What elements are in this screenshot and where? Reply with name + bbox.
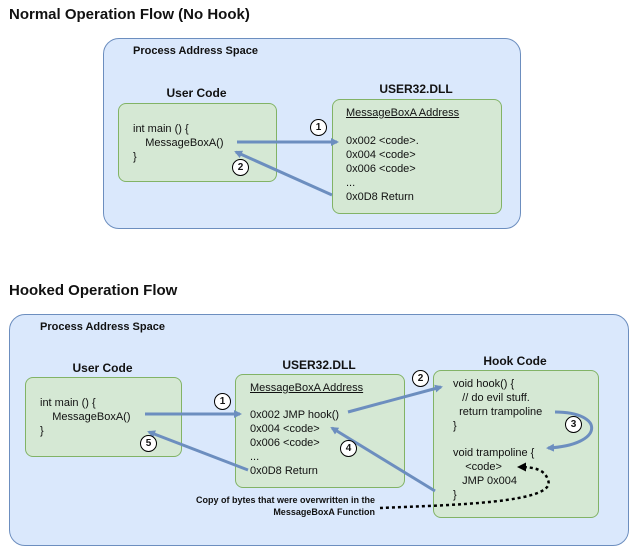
hooked-process-space-label: Process Address Space <box>40 321 165 333</box>
normal-dll-line-1: 0x004 <code> <box>346 149 416 161</box>
hooked-dll-line-2: 0x006 <code> <box>250 437 320 449</box>
overwritten-bytes-note: Copy of bytes that were overwritten in t… <box>170 494 375 518</box>
hook-line-1: // do evil stuff. <box>453 392 530 404</box>
hook-line-0: void hook() { <box>453 378 515 390</box>
normal-user-code-line-0: int main () { <box>133 123 189 135</box>
hooked-dll-box <box>235 374 405 488</box>
copied-bytes-dotted-arrow <box>379 462 550 510</box>
normal-dll-line-3: ... <box>346 177 356 189</box>
normal-dll-title: USER32.DLL <box>379 82 453 96</box>
hook-line-3: } <box>453 420 457 432</box>
normal-dll-line-0: 0x002 <code>. <box>346 135 419 147</box>
normal-step-1-badge: 1 <box>310 119 327 136</box>
hooked-step-2-badge: 2 <box>412 370 429 387</box>
note-line-1: MessageBoxA Function <box>273 507 375 517</box>
hooked-step-5-badge: 5 <box>140 435 157 452</box>
normal-flow-title: Normal Operation Flow (No Hook) <box>9 6 250 23</box>
normal-user-code-line-2: } <box>133 151 137 163</box>
return-trampoline-arrow <box>546 410 594 452</box>
trampoline-line-2: JMP 0x004 <box>453 475 517 487</box>
normal-process-space-label: Process Address Space <box>133 45 258 57</box>
hooked-dll-line-0: 0x002 JMP hook() <box>250 409 340 421</box>
normal-dll-line-4: 0x0D8 Return <box>346 191 414 203</box>
hook-line-2: return trampoline <box>453 406 543 418</box>
hooked-step-4-badge: 4 <box>340 440 357 457</box>
hooked-user-code-line-1: MessageBoxA() <box>40 411 131 423</box>
hooked-return-arrow <box>147 430 249 472</box>
trampoline-line-1: <code> <box>453 461 502 473</box>
jmp-hook-arrow <box>347 384 443 414</box>
normal-user-code-title: User Code <box>166 86 227 100</box>
normal-dll-box <box>332 99 502 214</box>
hooked-dll-line-4: 0x0D8 Return <box>250 465 318 477</box>
hooked-dll-title: USER32.DLL <box>282 358 356 372</box>
normal-step-2-badge: 2 <box>232 159 249 176</box>
hook-code-title: Hook Code <box>483 354 547 368</box>
hooked-user-code-title: User Code <box>72 361 133 375</box>
normal-return-arrow <box>234 150 333 197</box>
hooked-user-code-line-2: } <box>40 425 44 437</box>
hooked-step-1-badge: 1 <box>214 393 231 410</box>
hooked-dll-line-3: ... <box>250 451 260 463</box>
normal-dll-header: MessageBoxA Address <box>346 107 460 119</box>
trampoline-line-3: } <box>453 489 457 501</box>
hooked-user-code-line-0: int main () { <box>40 397 96 409</box>
normal-user-code-line-1: MessageBoxA() <box>133 137 224 149</box>
hooked-dll-line-1: 0x004 <code> <box>250 423 320 435</box>
hooked-dll-header: MessageBoxA Address <box>250 382 364 394</box>
jmp-back-arrow <box>330 426 436 493</box>
hooked-flow-title: Hooked Operation Flow <box>9 282 178 299</box>
trampoline-line-0: void trampoline { <box>453 447 535 459</box>
note-line-0: Copy of bytes that were overwritten in t… <box>195 495 375 505</box>
normal-dll-line-2: 0x006 <code> <box>346 163 416 175</box>
hooked-step-3-badge: 3 <box>565 416 582 433</box>
